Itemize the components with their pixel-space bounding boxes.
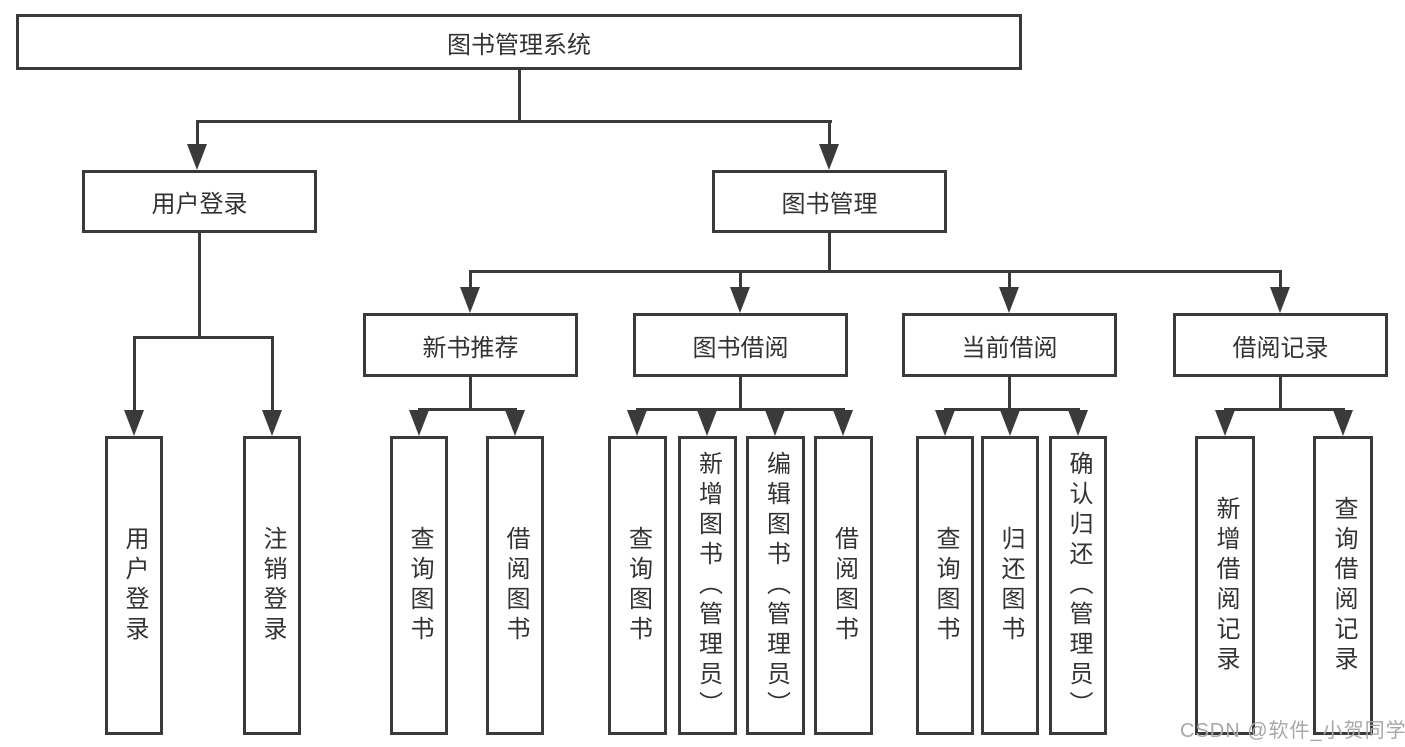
arrow-down-icon (460, 287, 480, 313)
node-new-book-recommend-label: 新书推荐 (422, 334, 519, 362)
node-new-book-recommend: 新书推荐 (363, 313, 578, 377)
arrow-down-icon (765, 410, 785, 436)
connector-login-stem (133, 336, 136, 412)
node-current-borrowing: 当前借阅 (902, 313, 1117, 377)
arrow-down-icon (935, 410, 955, 436)
leaf-cb-return-books: 归还图书 (981, 436, 1039, 735)
connector-nbr-vline (469, 377, 472, 408)
node-root: 图书管理系统 (16, 14, 1022, 70)
arrow-down-icon (730, 287, 750, 313)
leaf-nbr-query-books-label: 查询图书 (406, 525, 433, 646)
node-root-label: 图书管理系统 (447, 31, 591, 59)
leaf-nbr-query-books: 查询图书 (390, 436, 448, 735)
leaf-user-login: 用户登录 (105, 436, 163, 735)
arrow-down-icon (833, 410, 853, 436)
arrow-down-icon (505, 410, 525, 436)
connector-nbr-hline (418, 408, 517, 411)
node-book-management: 图书管理 (712, 170, 947, 233)
connector-bb-hline (636, 408, 845, 411)
leaf-logout: 注销登录 (243, 436, 301, 735)
connector-mgmt-stem (1279, 270, 1282, 289)
leaf-nbr-borrow-books-label: 借阅图书 (502, 525, 529, 646)
connector-cb-hline (944, 408, 1080, 411)
leaf-bb-query-books: 查询图书 (608, 436, 667, 735)
connector-mgmt-hline (469, 270, 1282, 273)
connector-login-stem (271, 336, 274, 412)
connector-root-stem-left (196, 120, 199, 146)
leaf-bb-edit-books-admin-label: 编辑图书（管理员） (762, 450, 790, 721)
arrow-down-icon (627, 410, 647, 436)
arrow-down-icon (1068, 410, 1088, 436)
arrow-down-icon (409, 410, 429, 436)
leaf-cb-query-books-label: 查询图书 (932, 525, 959, 646)
connector-root-vline (518, 70, 521, 120)
arrow-down-icon (1270, 287, 1290, 313)
leaf-nbr-borrow-books: 借阅图书 (486, 436, 544, 735)
leaf-logout-label: 注销登录 (259, 525, 286, 646)
leaf-cb-return-books-label: 归还图书 (997, 525, 1024, 646)
connector-mgmt-stem (739, 270, 742, 289)
leaf-br-add-record-label: 新增借阅记录 (1212, 495, 1239, 676)
connector-br-vline (1279, 377, 1282, 408)
arrow-down-icon (187, 144, 207, 170)
leaf-user-login-label: 用户登录 (121, 525, 148, 646)
arrow-down-icon (262, 410, 282, 436)
arrow-down-icon (1333, 410, 1353, 436)
arrow-down-icon (1000, 410, 1020, 436)
connector-login-vline (198, 233, 201, 336)
arrow-down-icon (1215, 410, 1235, 436)
connector-root-hline (196, 120, 832, 123)
arrow-down-icon (999, 287, 1019, 313)
watermark: CSDN @软件_小贺同学 (1180, 720, 1405, 742)
leaf-bb-edit-books-admin: 编辑图书（管理员） (746, 436, 805, 735)
connector-mgmt-vline (828, 233, 831, 270)
leaf-br-query-record-label: 查询借阅记录 (1330, 495, 1357, 676)
leaf-br-query-record: 查询借阅记录 (1313, 436, 1373, 735)
node-user-login: 用户登录 (82, 170, 317, 233)
node-book-borrowing: 图书借阅 (633, 313, 848, 377)
node-book-management-label: 图书管理 (781, 191, 878, 218)
leaf-bb-add-books-admin: 新增图书（管理员） (678, 436, 737, 735)
connector-br-hline (1224, 408, 1345, 411)
leaf-br-add-record: 新增借阅记录 (1195, 436, 1255, 735)
leaf-cb-confirm-return-admin-label: 确认归还（管理员） (1065, 450, 1092, 721)
leaf-cb-query-books: 查询图书 (916, 436, 974, 735)
node-current-borrowing-label: 当前借阅 (961, 334, 1058, 362)
node-borrow-records: 借阅记录 (1173, 313, 1388, 377)
arrow-down-icon (819, 144, 839, 170)
leaf-bb-borrow-books-label: 借阅图书 (830, 525, 858, 646)
node-book-borrowing-label: 图书借阅 (692, 334, 789, 362)
connector-cb-vline (1008, 377, 1011, 408)
node-borrow-records-label: 借阅记录 (1232, 334, 1329, 362)
connector-root-stem-right (828, 120, 831, 146)
leaf-bb-query-books-label: 查询图书 (624, 525, 652, 646)
connector-mgmt-stem (469, 270, 472, 289)
connector-bb-vline (739, 377, 742, 408)
leaf-cb-confirm-return-admin: 确认归还（管理员） (1049, 436, 1107, 735)
connector-mgmt-stem (1008, 270, 1011, 289)
leaf-bb-borrow-books: 借阅图书 (814, 436, 873, 735)
node-user-login-label: 用户登录 (151, 191, 248, 218)
arrow-down-icon (697, 410, 717, 436)
arrow-down-icon (124, 410, 144, 436)
connector-login-hline (133, 336, 273, 339)
leaf-bb-add-books-admin-label: 新增图书（管理员） (694, 450, 722, 721)
